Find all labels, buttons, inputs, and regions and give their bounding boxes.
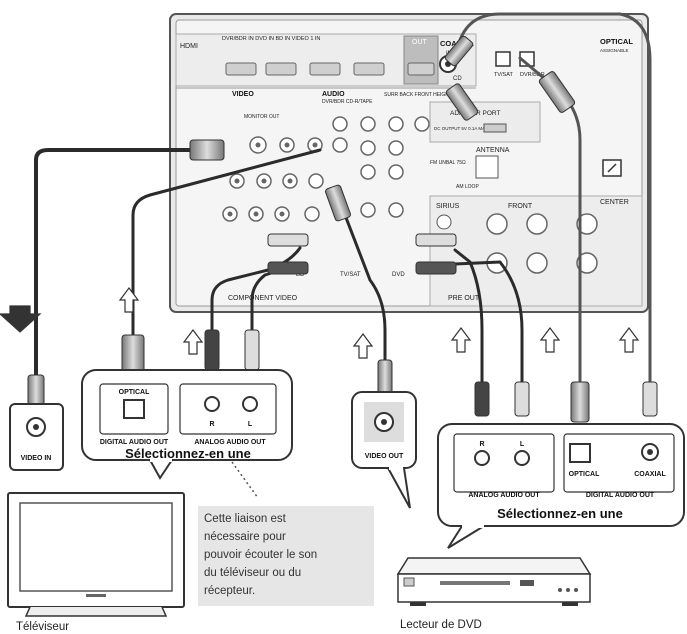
dvd-video-out-box: VIDEO OUT — [351, 391, 417, 509]
hdmi-out-label: OUT — [412, 39, 428, 46]
note-line-4: du téléviseur ou du — [204, 567, 301, 579]
tv-analog-r-cable — [210, 246, 302, 332]
component-video-label: COMPONENT VIDEO — [228, 295, 298, 302]
television-illustration — [7, 492, 185, 617]
dvd-caption: Lecteur de DVD — [400, 619, 482, 631]
sirius-label: SIRIUS — [436, 203, 460, 210]
dc-output-label: DC OUTPUT 5V 0.1A MAX — [434, 126, 488, 131]
dvd-coaxial-cable — [458, 12, 652, 384]
tv-select-one-label: Sélectionnez-en une — [125, 446, 251, 461]
arrow-up-icon — [182, 329, 204, 355]
note-box: Cette liaison est nécessaire pour pouvoi… — [198, 506, 374, 606]
dvd-video-out-label: VIDEO OUT — [365, 453, 404, 460]
audio-sub-label: DVR/BDR CD-R/TAPE — [322, 99, 373, 105]
arrow-up-icon — [539, 327, 561, 353]
center-label: CENTER — [600, 199, 629, 206]
monitor-out-label: MONITOR OUT — [244, 114, 279, 120]
dvd-l-label: L — [520, 441, 525, 448]
dvd-r-label: R — [479, 441, 484, 448]
note-line-1: Cette liaison est — [204, 513, 287, 525]
tv-optical-label: OPTICAL — [119, 389, 150, 396]
optical-in-tvsat-jack[interactable] — [495, 51, 511, 67]
dvd-select-one-label: Sélectionnez-en une — [497, 506, 623, 521]
note-line-3: pouvoir écouter le son — [204, 549, 317, 561]
arrow-up-icon — [618, 327, 640, 353]
speaker-terminals — [486, 213, 598, 274]
optical-sub-label: ASSIGNABLE — [600, 48, 629, 53]
note-line-2: nécessaire pour — [204, 531, 286, 543]
cable-plugs — [27, 35, 658, 423]
surr-back-label: SURR BACK FRONT HEIGHT — [384, 92, 452, 98]
dvd-analog-l-jack[interactable] — [514, 450, 530, 466]
dvd-digital-audio-out-label: DIGITAL AUDIO OUT — [586, 492, 655, 499]
hdmi-inputs-label: DVR/BDR IN DVD IN BD IN VIDEO 1 IN — [222, 36, 320, 42]
dvd-video-cable — [343, 213, 387, 362]
tv-output-box: OPTICAL DIGITAL AUDIO OUT R L ANALOG AUD… — [81, 369, 293, 480]
arrow-up-icon — [118, 287, 140, 313]
dvd-analog-r-jack[interactable] — [474, 450, 490, 466]
optical-label: OPTICAL — [600, 37, 633, 46]
fm-label: FM UNBAL 75Ω — [430, 160, 466, 166]
dvd-optical-label: OPTICAL — [569, 471, 600, 478]
tv-digital-audio-out-label: DIGITAL AUDIO OUT — [100, 439, 169, 446]
tv-l-label: L — [248, 421, 253, 428]
arrow-up-icon — [450, 327, 472, 353]
arrow-down-icon — [0, 305, 42, 333]
antenna-label: ANTENNA — [476, 147, 510, 154]
pre-out-label: PRE OUT — [448, 295, 480, 302]
dvd-coaxial-label: COAXIAL — [634, 471, 666, 478]
tv-analog-l-jack[interactable] — [242, 396, 258, 412]
tv-optical-out-jack[interactable] — [123, 399, 145, 419]
tv-video-in-label: VIDEO IN — [21, 455, 52, 462]
am-loop-label: AM LOOP — [456, 184, 479, 190]
bd-jack-label: BD — [296, 272, 305, 278]
tv-caption: Téléviseur — [16, 621, 69, 633]
dvr-bdr-label: DVR/BDR — [520, 72, 545, 78]
audio-label: AUDIO — [322, 91, 345, 98]
dvd-output-box: R L ANALOG AUDIO OUT OPTICAL COAXIAL DIG… — [437, 423, 685, 549]
tv-video-in-box: VIDEO IN — [9, 403, 64, 471]
signal-arrows — [0, 287, 640, 359]
receiver-rear-panel: HDMI DVR/BDR IN DVD IN BD IN VIDEO 1 IN … — [169, 13, 649, 313]
dvd-player-illustration — [396, 557, 592, 606]
tv-optical-cable — [131, 148, 322, 337]
tv-r-label: R — [209, 421, 214, 428]
hdmi-label: HDMI — [180, 43, 198, 50]
tv-analog-l-cable — [250, 262, 302, 332]
dvd-analog-l-cable — [453, 260, 524, 384]
tv-analog-r-jack[interactable] — [204, 396, 220, 412]
tvsat-label: TV/SAT — [494, 72, 513, 78]
arrow-up-icon — [352, 333, 374, 359]
hdmi-ports — [225, 35, 439, 85]
tv-analog-audio-out-label: ANALOG AUDIO OUT — [194, 439, 266, 446]
video-label: VIDEO — [232, 91, 254, 98]
dvd-analog-audio-out-label: ANALOG AUDIO OUT — [468, 492, 540, 499]
tvsat-jack-label: TV/SAT — [340, 272, 361, 278]
tv-video-cable — [34, 148, 212, 377]
coaxial-cd-label: CD — [453, 76, 462, 82]
dvd-optical-out-jack[interactable] — [569, 443, 591, 463]
note-line-5: récepteur. — [204, 585, 255, 597]
dvd-jack-label: DVD — [392, 272, 405, 278]
front-label: FRONT — [508, 203, 533, 210]
